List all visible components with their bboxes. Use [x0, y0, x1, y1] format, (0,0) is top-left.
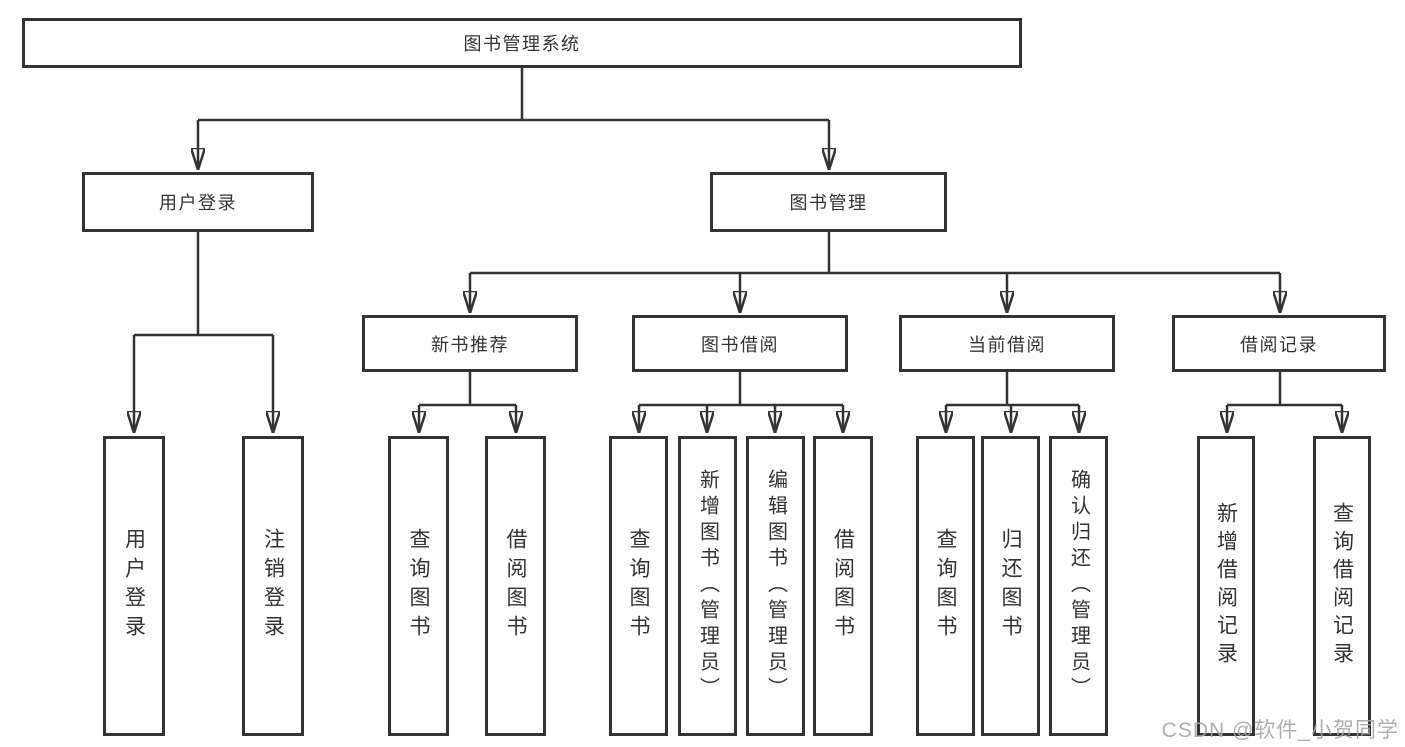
- leaf-label: 查询图书: [934, 528, 957, 644]
- leaf-label: 归还图书: [999, 528, 1022, 644]
- leaf-user-login: 用户登录: [103, 436, 165, 736]
- leaf-query-books-3: 查询图书: [916, 436, 975, 736]
- leaf-label: 编辑图书（管理员）: [764, 469, 787, 703]
- leaf-label: 注销登录: [261, 528, 285, 644]
- leaf-label: 新增借阅记录: [1214, 502, 1238, 670]
- leaf-return-books: 归还图书: [981, 436, 1040, 736]
- leaf-add-books-admin: 新增图书（管理员）: [678, 436, 737, 736]
- leaf-add-borrow-record: 新增借阅记录: [1197, 436, 1255, 736]
- node-book-management: 图书管理: [710, 172, 947, 232]
- leaf-label: 查询图书: [627, 528, 650, 644]
- leaf-query-books-2: 查询图书: [609, 436, 668, 736]
- leaf-label: 确认归还（管理员）: [1067, 469, 1090, 703]
- node-user-login: 用户登录: [82, 172, 314, 232]
- leaf-label: 查询借阅记录: [1330, 502, 1354, 670]
- leaf-borrow-books-2: 借阅图书: [813, 436, 873, 736]
- leaf-borrow-books-1: 借阅图书: [485, 436, 546, 736]
- csdn-watermark: CSDN @软件_小贺同学: [1161, 719, 1399, 742]
- leaf-query-borrow-record: 查询借阅记录: [1313, 436, 1371, 736]
- node-current-borrowing: 当前借阅: [899, 315, 1115, 372]
- leaf-logout: 注销登录: [242, 436, 304, 736]
- node-new-book-recommend: 新书推荐: [362, 315, 578, 372]
- node-root-library-system: 图书管理系统: [22, 18, 1022, 68]
- node-borrowing-records: 借阅记录: [1172, 315, 1386, 372]
- leaf-label: 新增图书（管理员）: [696, 469, 719, 703]
- leaf-label: 查询图书: [407, 528, 430, 644]
- node-book-borrowing: 图书借阅: [632, 315, 848, 372]
- leaf-label: 用户登录: [122, 528, 146, 644]
- leaf-confirm-return-admin: 确认归还（管理员）: [1049, 436, 1108, 736]
- leaf-label: 借阅图书: [504, 528, 527, 644]
- leaf-label: 借阅图书: [831, 528, 855, 644]
- leaf-edit-books-admin: 编辑图书（管理员）: [746, 436, 805, 736]
- leaf-query-books-1: 查询图书: [388, 436, 449, 736]
